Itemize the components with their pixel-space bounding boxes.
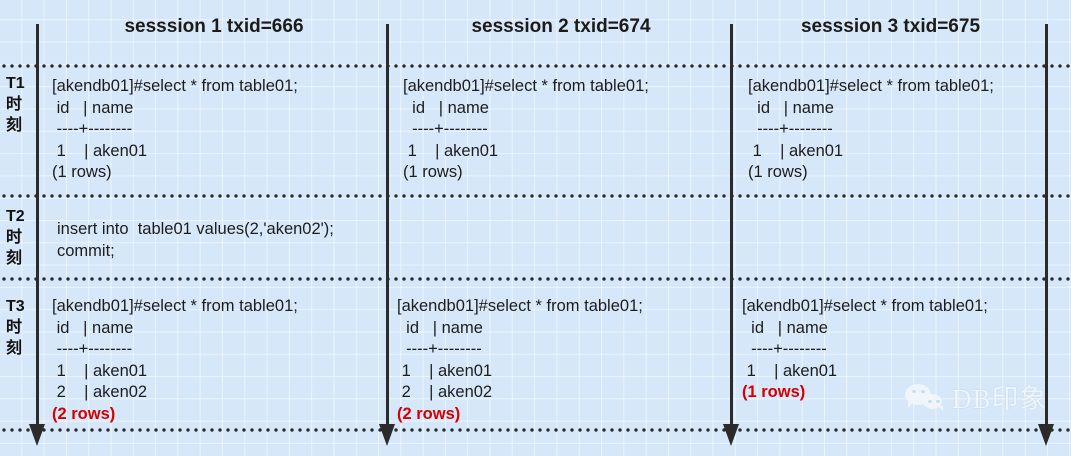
terminal-line: ----+--------: [52, 120, 133, 138]
row-separator-bottom: [0, 428, 1071, 432]
terminal-line: ----+--------: [748, 120, 833, 138]
terminal-line: [akendb01]#select * from table01;: [403, 77, 649, 95]
column-header-session-2: sesssion 2 txid=674: [471, 16, 651, 37]
timeline-arrow-left: [29, 424, 45, 446]
terminal-line: 1 | aken01: [403, 141, 499, 160]
timeline-axis-session-2: [730, 24, 733, 428]
terminal-line: (1 rows): [748, 163, 808, 181]
timeline-axis-session-3: [1045, 24, 1048, 428]
cell-t3-session-1: [akendb01]#select * from table01; id | n…: [52, 296, 298, 425]
time-label-t2-cn: 时刻: [6, 229, 23, 267]
wechat-icon: [905, 382, 945, 412]
terminal-line: [akendb01]#select * from table01;: [52, 77, 298, 95]
cell-t1-session-3: [akendb01]#select * from table01; id | n…: [748, 76, 994, 184]
terminal-line: 2 | aken02: [397, 383, 493, 401]
time-label-t1-cn: 时刻: [6, 96, 23, 134]
row-count-highlight: (2 rows): [52, 404, 116, 423]
terminal-line: insert into table01 values(2,'aken02');: [57, 220, 334, 238]
timeline-arrow-session-3: [1038, 424, 1054, 446]
terminal-line: 1 | aken01: [52, 361, 148, 380]
row-separator-t1-t2: [0, 194, 1071, 198]
row-separator-t2-t3: [0, 277, 1071, 281]
terminal-line: ----+--------: [403, 120, 488, 138]
terminal-line: [akendb01]#select * from table01;: [742, 297, 988, 315]
terminal-line: ----+--------: [742, 340, 827, 358]
timeline-axis-session-1: [386, 24, 389, 428]
terminal-line: ----+--------: [397, 340, 482, 358]
terminal-line: ----+--------: [52, 340, 133, 358]
terminal-line: [akendb01]#select * from table01;: [397, 297, 643, 315]
cell-t2-session-1: insert into table01 values(2,'aken02'); c…: [57, 219, 334, 262]
terminal-line: 2 | aken02: [52, 383, 148, 401]
cell-t1-session-1: [akendb01]#select * from table01; id | n…: [52, 76, 298, 184]
terminal-line: 1 | aken01: [397, 361, 493, 380]
terminal-line: id | name: [397, 318, 483, 337]
terminal-line: 1 | aken01: [748, 141, 844, 160]
terminal-line: id | name: [748, 98, 834, 117]
time-label-t3-cn: 时刻: [6, 319, 23, 357]
timeline-arrow-session-1: [379, 424, 395, 446]
cell-t3-session-2: [akendb01]#select * from table01; id | n…: [397, 296, 643, 425]
terminal-line: commit;: [57, 241, 115, 260]
terminal-line: [akendb01]#select * from table01;: [748, 77, 994, 95]
time-label-t2-tag: T2: [6, 208, 25, 225]
time-label-t3-tag: T3: [6, 298, 25, 315]
time-label-t2: T2 时刻: [6, 206, 34, 269]
terminal-line: id | name: [52, 318, 134, 337]
watermark-text: DB印象: [952, 384, 1048, 414]
terminal-line: (1 rows): [403, 163, 463, 181]
cell-t1-session-2: [akendb01]#select * from table01; id | n…: [403, 76, 649, 184]
row-count-highlight: (2 rows): [397, 404, 461, 423]
time-label-t3: T3 时刻: [6, 296, 34, 359]
terminal-line: (1 rows): [52, 163, 112, 181]
watermark: DB印象: [905, 377, 1048, 416]
row-count-highlight: (1 rows): [742, 383, 806, 401]
terminal-line: id | name: [52, 98, 134, 117]
time-label-t1: T1 时刻: [6, 73, 34, 136]
row-separator-top: [0, 64, 1071, 68]
timeline-axis-left: [36, 24, 39, 428]
cell-t3-session-3: [akendb01]#select * from table01; id | n…: [742, 296, 988, 404]
time-label-t1-tag: T1: [6, 75, 25, 92]
timeline-arrow-session-2: [723, 424, 739, 446]
column-header-session-1: sesssion 1 txid=666: [124, 16, 304, 37]
terminal-line: 1 | aken01: [52, 141, 148, 160]
terminal-line: id | name: [403, 98, 489, 117]
column-header-session-3: sesssion 3 txid=675: [800, 16, 981, 37]
terminal-line: id | name: [742, 318, 828, 337]
terminal-line: [akendb01]#select * from table01;: [52, 297, 298, 315]
terminal-line: 1 | aken01: [742, 361, 838, 380]
